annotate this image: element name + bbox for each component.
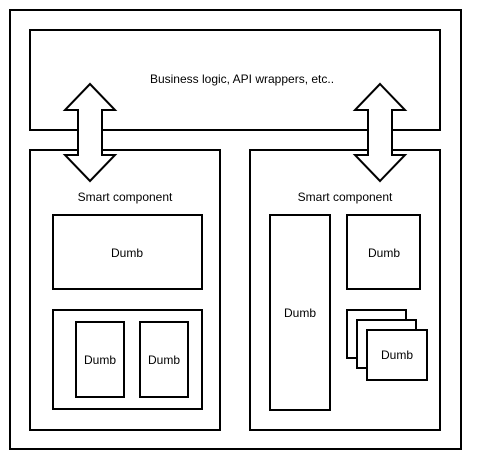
dumb-left-inner-1 <box>75 321 125 398</box>
double-arrow-right-icon <box>352 82 408 183</box>
dumb-left-inner-1-label: Dumb <box>84 353 116 367</box>
dumb-left-inner-2-label: Dumb <box>148 353 180 367</box>
dumb-right-small-label: Dumb <box>368 246 400 260</box>
dumb-left-top <box>52 214 203 290</box>
dumb-stack-front-label: Dumb <box>381 348 413 362</box>
smart-component-right-title: Smart component <box>298 190 393 204</box>
dumb-right-small <box>346 214 421 290</box>
dumb-left-inner-2 <box>139 321 189 398</box>
dumb-right-tall <box>269 214 331 411</box>
double-arrow-left-icon <box>62 82 118 183</box>
business-logic-label: Business logic, API wrappers, etc.. <box>150 72 334 86</box>
dumb-stack-front <box>366 329 428 381</box>
dumb-left-top-label: Dumb <box>111 246 143 260</box>
dumb-right-tall-label: Dumb <box>284 306 316 320</box>
smart-component-left-title: Smart component <box>78 190 173 204</box>
